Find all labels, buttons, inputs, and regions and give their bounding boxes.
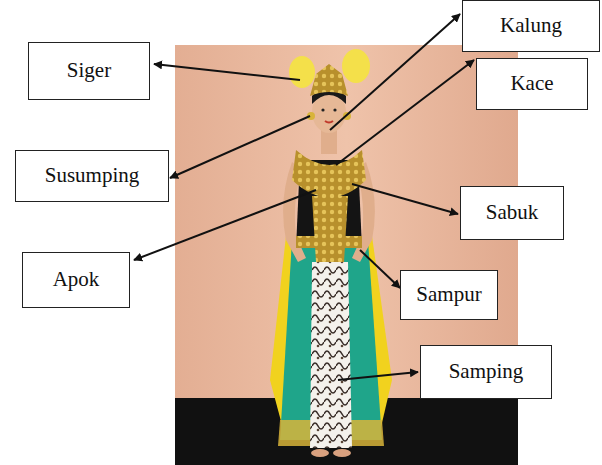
photo-wall — [175, 45, 518, 465]
leader-line — [330, 14, 460, 130]
part-name: Siger — [67, 59, 111, 82]
foot — [311, 449, 329, 457]
leader-line — [338, 372, 418, 380]
label-box: Sabuk — [460, 186, 564, 240]
part-name: Sampur — [416, 283, 481, 306]
eye — [321, 108, 324, 111]
part-name: Samping — [449, 360, 524, 383]
gold-front — [312, 196, 348, 262]
part-name: Apok — [53, 268, 100, 291]
label-box: Samping — [420, 345, 552, 399]
part-name: Kalung — [500, 14, 562, 37]
label-box: Kace — [476, 58, 588, 110]
batik-cloth — [310, 262, 352, 448]
kace-collar — [292, 150, 366, 198]
label-box: Kalung — [462, 0, 600, 52]
part-name: Sabuk — [486, 201, 539, 224]
yellow-plume — [342, 49, 370, 83]
part-name: Susumping — [45, 164, 140, 187]
leader-line — [154, 64, 300, 80]
mouth — [325, 121, 333, 123]
yellow-plume — [289, 56, 315, 88]
leader-line — [360, 250, 400, 288]
label-box: Sampur — [400, 270, 498, 320]
label-box: Siger — [28, 42, 150, 100]
leader-line — [336, 60, 474, 165]
sabuk-belt — [296, 236, 362, 248]
leader-lines — [134, 14, 474, 380]
leader-line — [170, 116, 310, 178]
foot — [333, 449, 351, 457]
part-name: Kace — [510, 72, 553, 95]
label-box: Susumping — [15, 150, 169, 202]
label-box: Apok — [22, 252, 130, 308]
leader-line — [352, 184, 458, 214]
eye — [333, 108, 336, 111]
